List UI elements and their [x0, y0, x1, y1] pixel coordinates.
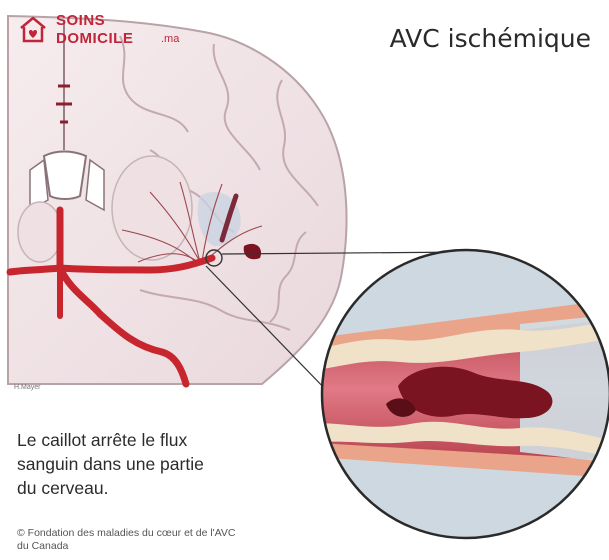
logo-text-line2: DOMICILE [56, 30, 133, 47]
logo-text-line1: SOINS [56, 12, 105, 29]
caption: Le caillot arrête le flux sanguin dans u… [17, 428, 307, 500]
magnified-vessel-view [300, 240, 609, 560]
logo: SOINS DOMICILE .ma [18, 8, 208, 54]
logo-suffix: .ma [161, 33, 179, 45]
credit-line-2: du Canada [17, 540, 437, 553]
brain-cross-section [8, 16, 347, 384]
diagram-title: AVC ischémique [390, 24, 591, 53]
house-heart-icon [18, 14, 48, 44]
copyright-credit: © Fondation des maladies du cœur et de l… [17, 527, 437, 553]
caption-line-2: sanguin dans une partie [17, 452, 307, 476]
credit-line-1: © Fondation des maladies du cœur et de l… [17, 527, 437, 540]
caption-line-1: Le caillot arrête le flux [17, 428, 307, 452]
artist-signature: H.Mayer [14, 384, 40, 391]
caption-line-3: du cerveau. [17, 476, 307, 500]
